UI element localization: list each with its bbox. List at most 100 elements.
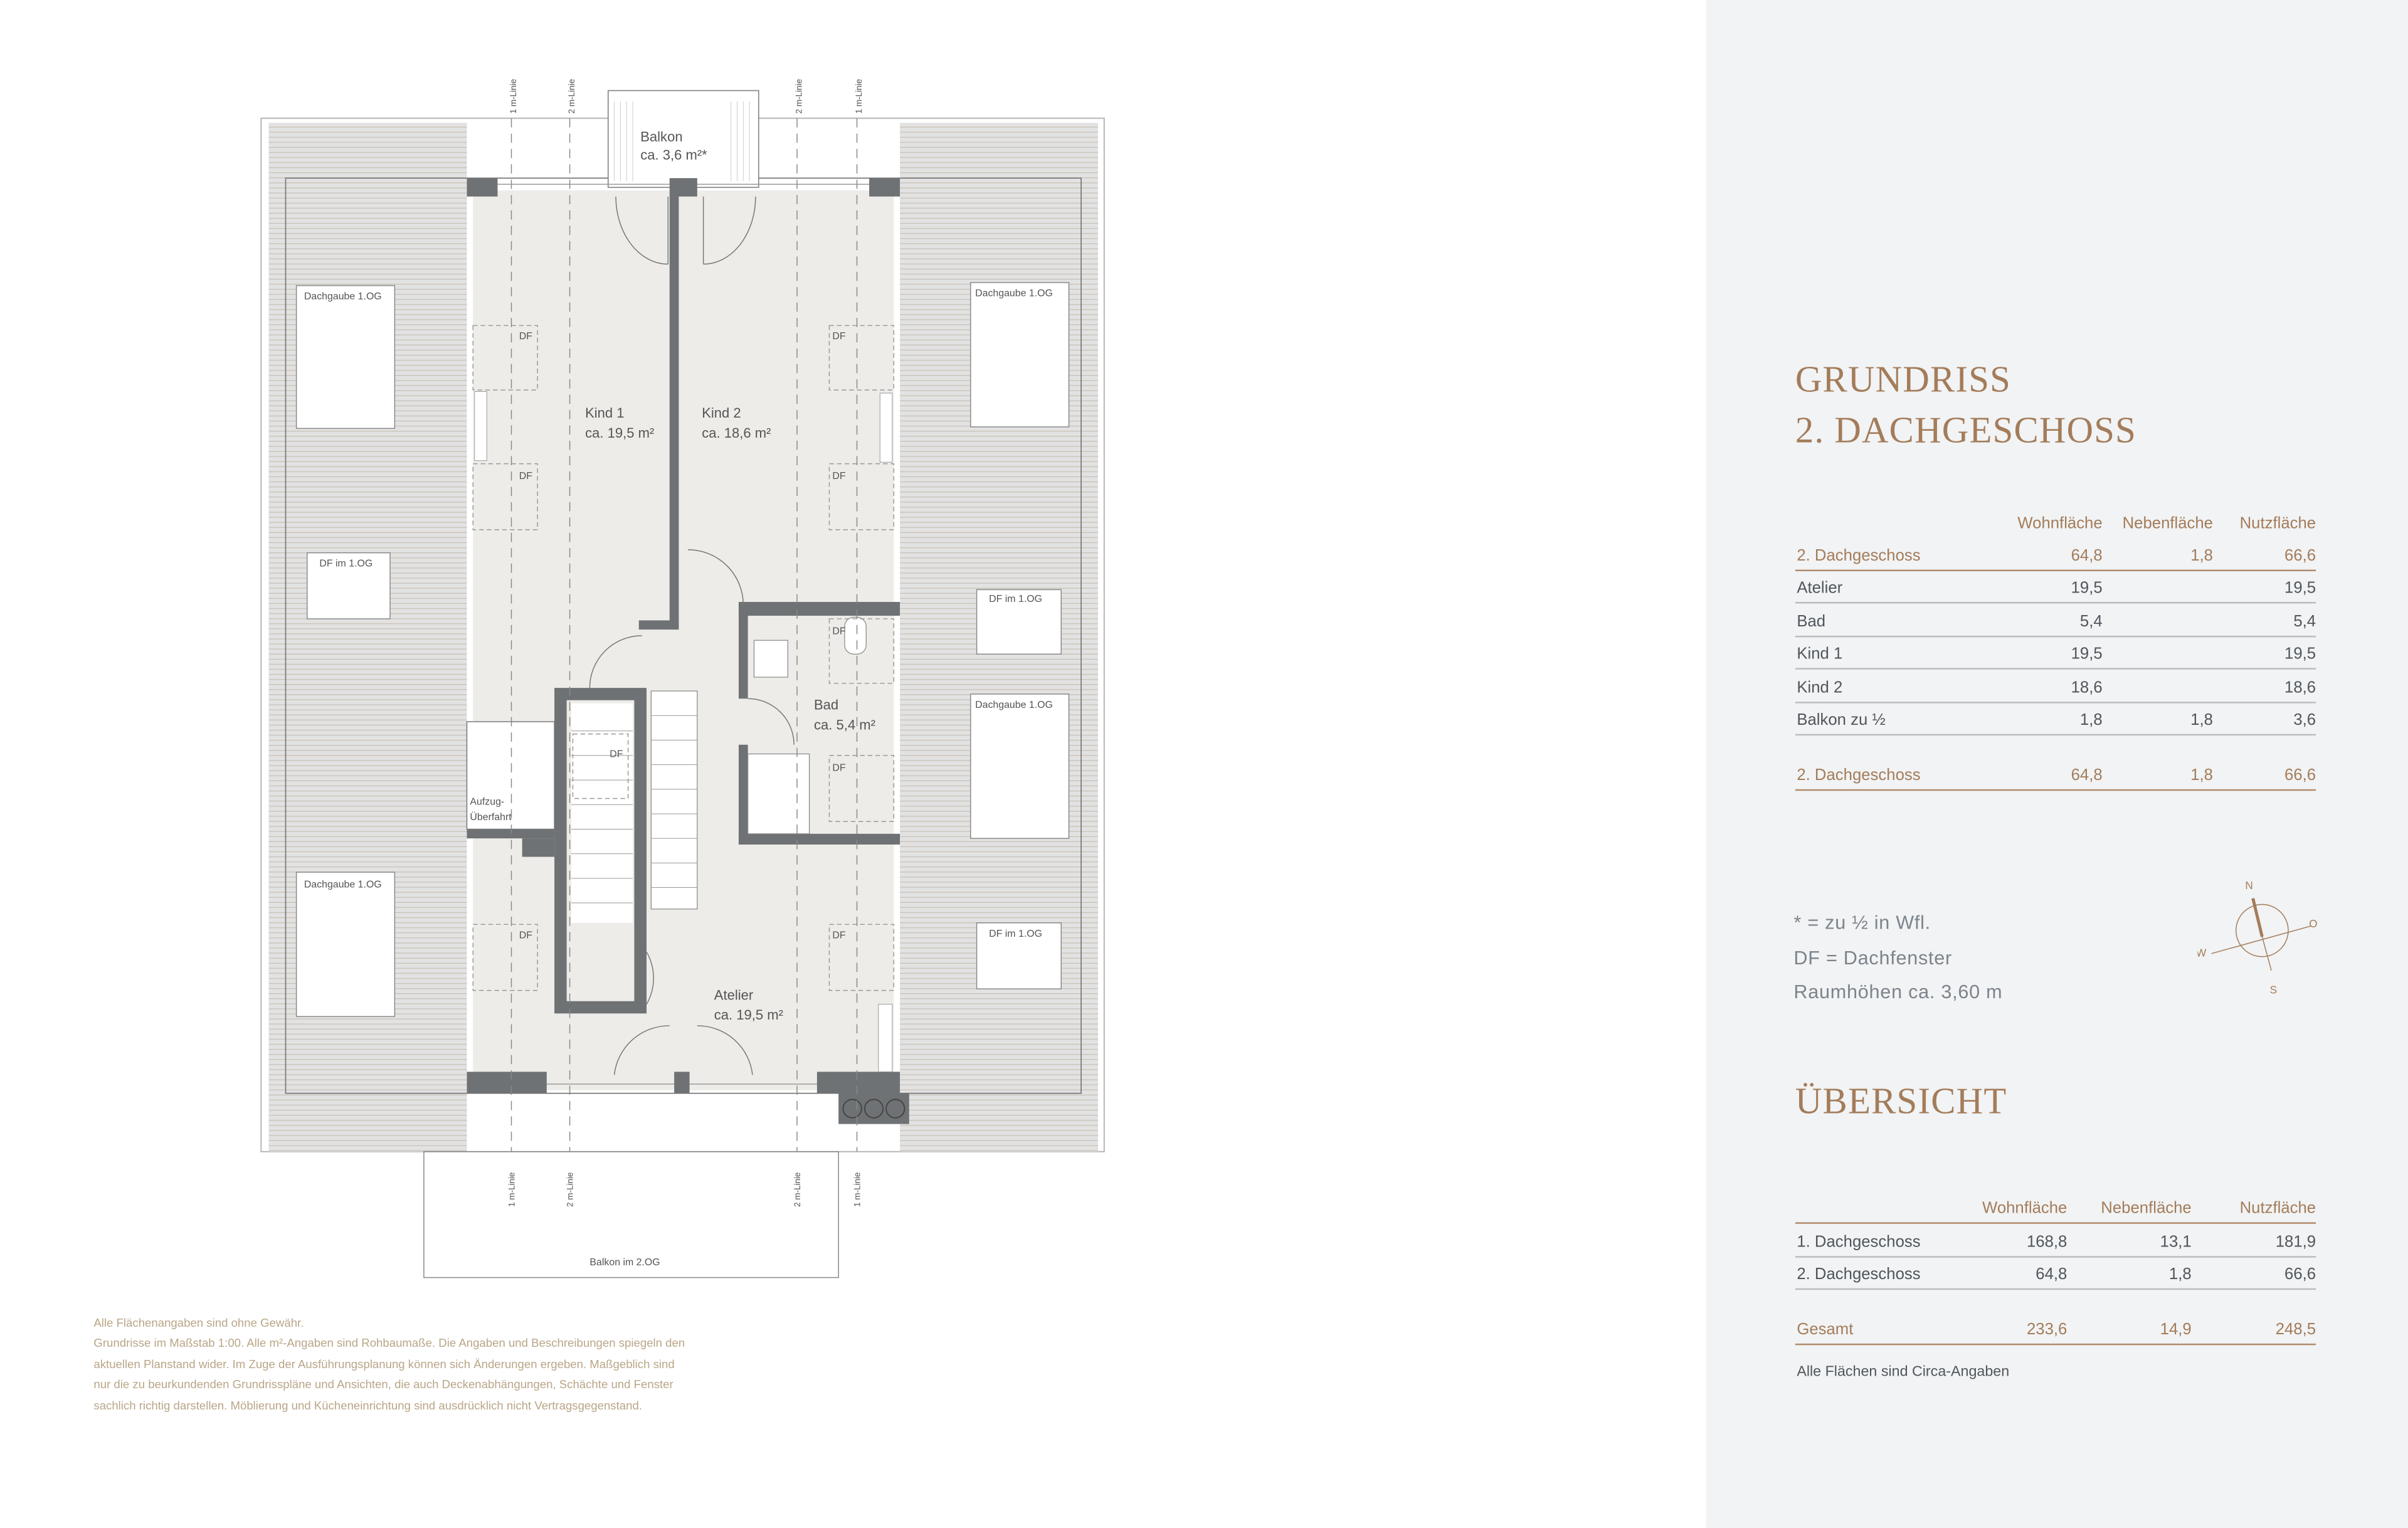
balcony-top	[607, 90, 759, 188]
cell: Gesamt	[1797, 1319, 1854, 1339]
legend-notes: * = zu ½ in Wfl. DF = Dachfenster Raumhö…	[1793, 906, 2002, 1009]
m-line-label: 1 m-Linie	[509, 79, 518, 113]
col-header: Nebenfläche	[2101, 1199, 2192, 1218]
cell: 13,1	[2160, 1232, 2192, 1251]
room-area-bad: ca. 5,4 m²	[814, 717, 875, 732]
cell: Kind 2	[1797, 678, 1843, 697]
col-header: Nutzfläche	[2239, 1199, 2316, 1218]
elevator-shaft	[466, 721, 555, 830]
cell: 1,8	[2190, 545, 2214, 565]
table-row: 2. Dachgeschoss 64,8 1,8 66,6	[1795, 1257, 2316, 1290]
dormer-label: Dachgaube 1.OG	[975, 288, 1053, 299]
compass-w: W	[2198, 947, 2207, 959]
col-header: Wohnfläche	[1982, 1199, 2067, 1218]
floor-area	[473, 190, 894, 1090]
table-row: Atelier 19,5 19,5	[1795, 571, 2316, 604]
cell: 5,4	[2079, 611, 2103, 631]
col-header: Wohnfläche	[2017, 514, 2103, 533]
room-label-bad: Bad	[814, 697, 838, 712]
toilet	[844, 616, 867, 655]
balcony-area: ca. 3,6 m²*	[640, 147, 707, 163]
compass-n: N	[2245, 879, 2252, 892]
cell: 2. Dachgeschoss	[1797, 545, 1921, 565]
cell: 66,6	[2284, 545, 2316, 565]
col-header: Nebenfläche	[2122, 514, 2214, 533]
cell: 2. Dachgeschoss	[1797, 765, 1921, 784]
note: * = zu ½ in Wfl.	[1793, 912, 1931, 934]
m-line-label: 1 m-Linie	[852, 1172, 862, 1207]
stairs-outer	[650, 690, 698, 910]
m-line-label: 2 m-Linie	[565, 1172, 574, 1207]
cell: 19,5	[2071, 645, 2103, 663]
note: Raumhöhen ca. 3,60 m	[1793, 981, 2003, 1003]
title-line: GRUNDRISS	[1795, 361, 2012, 401]
compass-s: S	[2270, 984, 2277, 995]
dormer-label: Dachgaube 1.OG	[304, 880, 382, 890]
cell: 66,6	[2284, 1265, 2316, 1284]
door-swings	[589, 196, 795, 1075]
disclaimer-line: nur die zu beurkundenden Grundrisspläne …	[93, 1378, 673, 1392]
cell: 18,6	[2284, 678, 2316, 697]
dormer-label: Dachgaube 1.OG	[975, 700, 1053, 710]
table-row: Balkon zu ½ 1,8 1,8 3,6	[1795, 702, 2316, 736]
overview-title: ÜBERSICHT	[1795, 1082, 2007, 1123]
room-area-kind1: ca. 19,5 m²	[585, 425, 654, 441]
compass-o: O	[2309, 917, 2317, 930]
table-row: 1. Dachgeschoss 168,8 13,1 181,9	[1795, 1224, 2316, 1257]
table-header: Wohnfläche Nebenfläche Nutzfläche	[1795, 512, 2316, 538]
dormer-label: Dachgaube 1.OG	[304, 292, 382, 302]
room-label-kind2: Kind 2	[702, 405, 741, 421]
disclaimer: Alle Flächenangaben sind ohne Gewähr. Gr…	[93, 1313, 739, 1416]
df-label: DF	[519, 331, 532, 342]
cell: Kind 1	[1797, 645, 1843, 663]
cell: 3,6	[2293, 710, 2316, 730]
cell: 19,5	[2071, 579, 2103, 598]
balcony-bottom-label: Balkon im 2.OG	[589, 1257, 660, 1268]
df-label: DF	[832, 930, 845, 941]
compass-icon: N O S W	[2198, 879, 2318, 995]
cell: 2. Dachgeschoss	[1797, 1265, 1921, 1284]
cell: 181,9	[2275, 1232, 2316, 1251]
note: DF = Dachfenster	[1793, 946, 1952, 969]
cell: 233,6	[2026, 1319, 2067, 1339]
m-line-label: 2 m-Linie	[793, 1172, 802, 1207]
cell: 168,8	[2026, 1232, 2067, 1251]
m-line-label: 2 m-Linie	[567, 79, 576, 113]
walls	[467, 178, 909, 1124]
m-lines	[510, 118, 858, 1152]
df-label: DF	[832, 626, 845, 636]
df-label: DF	[610, 749, 623, 759]
stairs-inner	[571, 703, 633, 923]
cell: 64,8	[2071, 545, 2103, 565]
df-label: DF	[519, 471, 532, 482]
floor-area-table: Wohnfläche Nebenfläche Nutzfläche 2. Dac…	[1795, 512, 2316, 791]
disclaimer-line: Alle Flächenangaben sind ohne Gewähr.	[93, 1315, 304, 1330]
floor-plan: 1 m-Linie 2 m-Linie 2 m-Linie 1 m-Linie …	[260, 79, 1105, 1278]
cell: Bad	[1797, 611, 1826, 631]
elevator-label: Aufzug-	[470, 796, 504, 807]
disclaimer-line: Grundrisse im Maßstab 1:00. Alle m²-Anga…	[93, 1336, 685, 1351]
table-row: Bad 5,4 5,4	[1795, 603, 2316, 637]
table-row-total: Gesamt 233,6 14,9 248,5	[1795, 1311, 2316, 1345]
table-row-total: 2. Dachgeschoss 64,8 1,8 66,6	[1795, 757, 2316, 791]
balcony-label: Balkon	[640, 129, 682, 144]
cell: 19,5	[2284, 645, 2316, 663]
room-area-atelier: ca. 19,5 m²	[714, 1007, 783, 1023]
cell: Atelier	[1797, 579, 1843, 598]
m-line-label: 1 m-Linie	[507, 1172, 516, 1207]
df-1og-label: DF im 1.OG	[989, 594, 1042, 604]
table-row: Kind 1 19,5 19,5	[1795, 636, 2316, 670]
df-label: DF	[832, 762, 845, 773]
room-area-kind2: ca. 18,6 m²	[702, 425, 771, 441]
sink	[753, 640, 788, 678]
df-label: DF	[519, 930, 532, 941]
page-title: GRUNDRISS 2. DACHGESCHOSS	[1795, 356, 2136, 458]
title-line: 2. DACHGESCHOSS	[1795, 411, 2137, 452]
cell: 1,8	[2190, 710, 2214, 730]
cell: 5,4	[2293, 611, 2316, 631]
df-1og-label: DF im 1.OG	[989, 929, 1042, 939]
m-line-label: 1 m-Linie	[854, 79, 863, 113]
cell: 1,8	[2168, 1265, 2192, 1284]
cell: 64,8	[2071, 765, 2103, 784]
